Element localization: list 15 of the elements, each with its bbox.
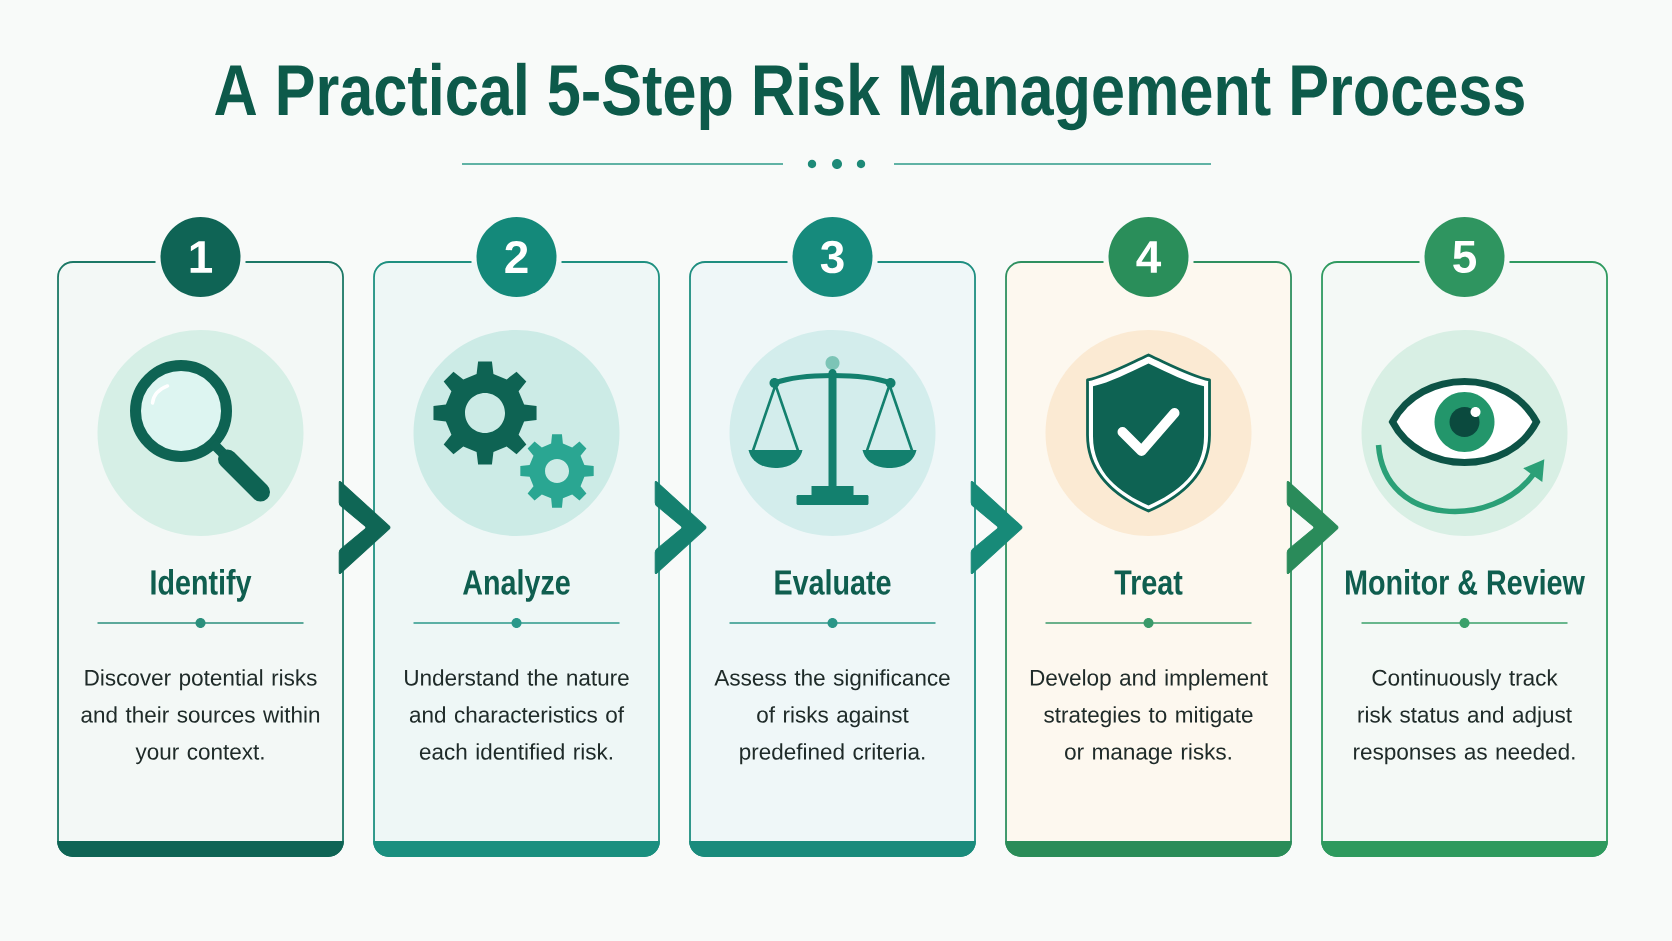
step-heading: Analyze (463, 569, 570, 602)
step-heading: Evaluate (775, 569, 891, 595)
chevron-arrow (1286, 480, 1339, 575)
chevron-arrow (338, 480, 391, 575)
step-description: Continuously track risk status and adjust responses as needed. (1354, 669, 1575, 765)
step-heading: Treat (1114, 570, 1183, 595)
step-description: Assess the significance of risks against predefined criteria. (714, 669, 950, 765)
step-heading: Identify (151, 569, 252, 602)
chevron-arrow (654, 480, 707, 575)
title: A Practical 5-Step Risk Management Process (215, 62, 1524, 131)
step-description: Discover potential risks and their sources within your context. (81, 669, 320, 765)
step-description: Develop and implement strategies to mitigate or manage risks. (1030, 669, 1268, 765)
step-heading: Monitor & Review (1346, 569, 1585, 595)
step-description: Understand the nature and characteristics of each identified risk. (405, 669, 629, 760)
chevron-arrow (970, 480, 1023, 575)
